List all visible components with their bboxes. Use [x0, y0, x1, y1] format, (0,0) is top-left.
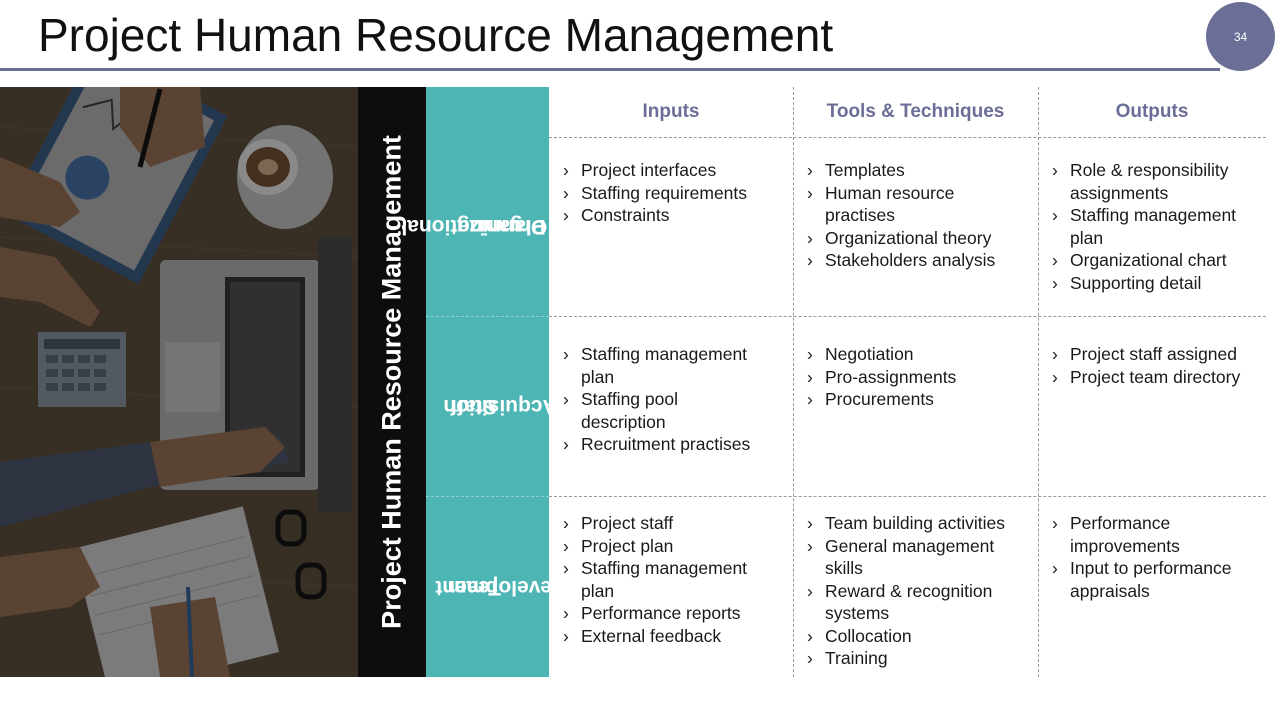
- cell-team-development-tools: Team building activities General managem…: [806, 512, 1026, 670]
- list-item: Performance improvements: [1051, 512, 1251, 557]
- list-item: Supporting detail: [1051, 272, 1263, 295]
- list-item: Organizational theory: [806, 227, 1026, 250]
- column-divider: [793, 87, 794, 677]
- row-divider: [426, 316, 549, 318]
- cell-organizational-planning-inputs: Project interfaces Staffing requirements…: [562, 159, 777, 227]
- list-item: Reward & recognition systems: [806, 580, 1026, 625]
- section-band: Project Human Resource Management: [358, 87, 426, 677]
- list-item: Staffing management plan: [562, 557, 777, 602]
- list-item: Performance reports: [562, 602, 777, 625]
- cell-team-development-inputs: Project staff Project plan Staffing mana…: [562, 512, 777, 647]
- list-item: Collocation: [806, 625, 1026, 648]
- list-item: Training: [806, 647, 1026, 670]
- list-item: Staffing requirements: [562, 182, 777, 205]
- list-item: Project staff: [562, 512, 777, 535]
- list-item: Staffing management plan: [562, 343, 762, 388]
- list-item: Project team directory: [1051, 366, 1263, 389]
- header-divider: [549, 137, 1266, 138]
- list-item: Staffing pool description: [562, 388, 762, 433]
- list-item: Negotiation: [806, 343, 1026, 366]
- cell-organizational-planning-tools: Templates Human resource practises Organ…: [806, 159, 1026, 272]
- cell-team-development-outputs: Performance improvements Input to perfor…: [1051, 512, 1251, 602]
- list-item: External feedback: [562, 625, 777, 648]
- list-item: Stakeholders analysis: [806, 249, 1026, 272]
- column-divider: [1038, 87, 1039, 677]
- column-header-inputs: Inputs: [642, 100, 700, 122]
- list-item: Organizational chart: [1051, 249, 1263, 272]
- desk-photo: [0, 87, 358, 677]
- list-item: Pro-assignments: [806, 366, 1026, 389]
- list-item: Team building activities: [806, 512, 1026, 535]
- list-item: Project interfaces: [562, 159, 777, 182]
- title-underline: [0, 68, 1220, 71]
- list-item: Project staff assigned: [1051, 343, 1263, 366]
- section-band-label: Project Human Resource Management: [376, 135, 407, 629]
- list-item: Recruitment practises: [562, 433, 762, 456]
- cell-staff-acquisition-tools: Negotiation Pro-assignments Procurements: [806, 343, 1026, 411]
- list-item: Project plan: [562, 535, 777, 558]
- list-item: Constraints: [562, 204, 777, 227]
- list-item: Templates: [806, 159, 1026, 182]
- slide-title: Project Human Resource Management: [38, 9, 834, 61]
- list-item: Role & responsibility assignments: [1051, 159, 1263, 204]
- list-item: Input to performance appraisals: [1051, 557, 1251, 602]
- column-header-outputs: Outputs: [1115, 100, 1189, 122]
- row-divider: [549, 316, 1266, 317]
- list-item: Procurements: [806, 388, 1026, 411]
- row-divider: [426, 496, 549, 498]
- cell-organizational-planning-outputs: Role & responsibility assignments Staffi…: [1051, 159, 1263, 294]
- column-header-tools-techniques: Tools & Techniques: [826, 100, 1005, 122]
- page-number-badge: 34: [1206, 2, 1275, 71]
- cell-staff-acquisition-inputs: Staffing management plan Staffing pool d…: [562, 343, 762, 456]
- list-item: Staffing management plan: [1051, 204, 1263, 249]
- process-table: Inputs Tools & Techniques Outputs Projec…: [549, 87, 1266, 677]
- list-item: Human resource practises: [806, 182, 1026, 227]
- row-divider: [549, 496, 1266, 497]
- cell-staff-acquisition-outputs: Project staff assigned Project team dire…: [1051, 343, 1263, 388]
- list-item: General management skills: [806, 535, 1026, 580]
